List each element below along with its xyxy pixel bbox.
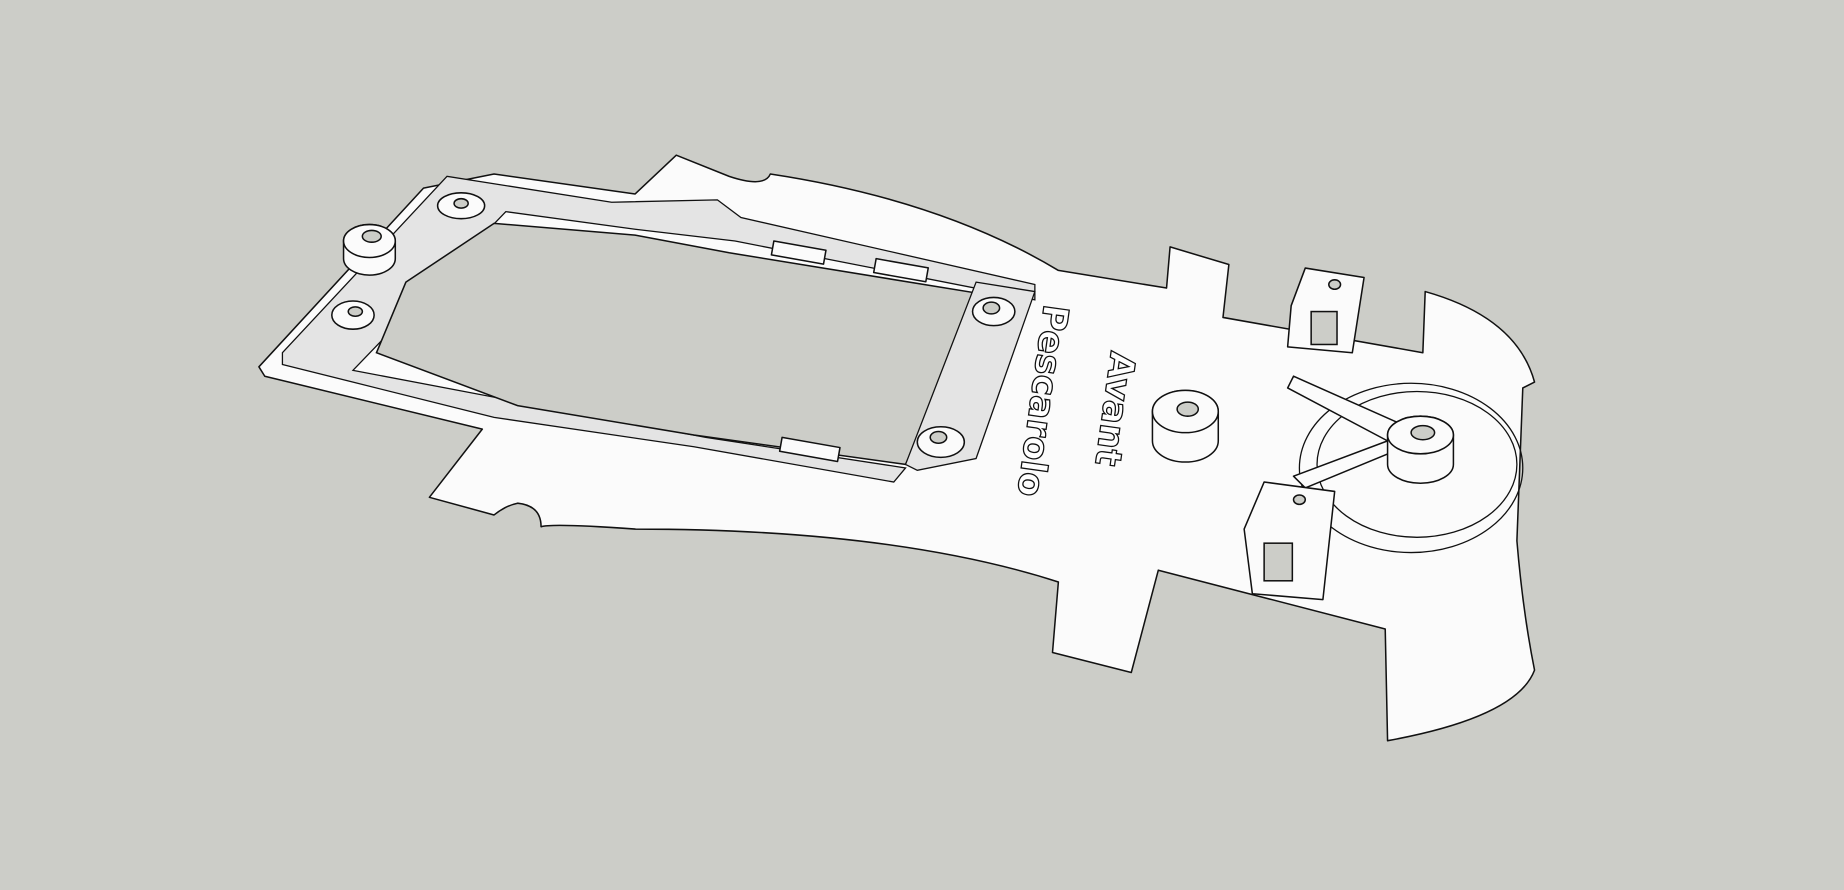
axle-bracket [1243,481,1336,601]
mounting-post [331,300,375,330]
mounting-post [342,223,397,276]
center-boss [1151,389,1220,463]
rail-tab [872,257,930,283]
axle-bracket [1286,267,1365,354]
rail-tab [770,240,827,265]
rail-tab [778,436,841,463]
motor-screw-boss [916,426,966,459]
motor-mount [904,281,1036,471]
motor-screw-boss [971,296,1016,327]
left-rail [281,175,1036,483]
mounting-post [436,192,486,220]
chassis-model: Pescarolo Avant [258,154,1536,742]
guide-ring [1286,375,1524,554]
